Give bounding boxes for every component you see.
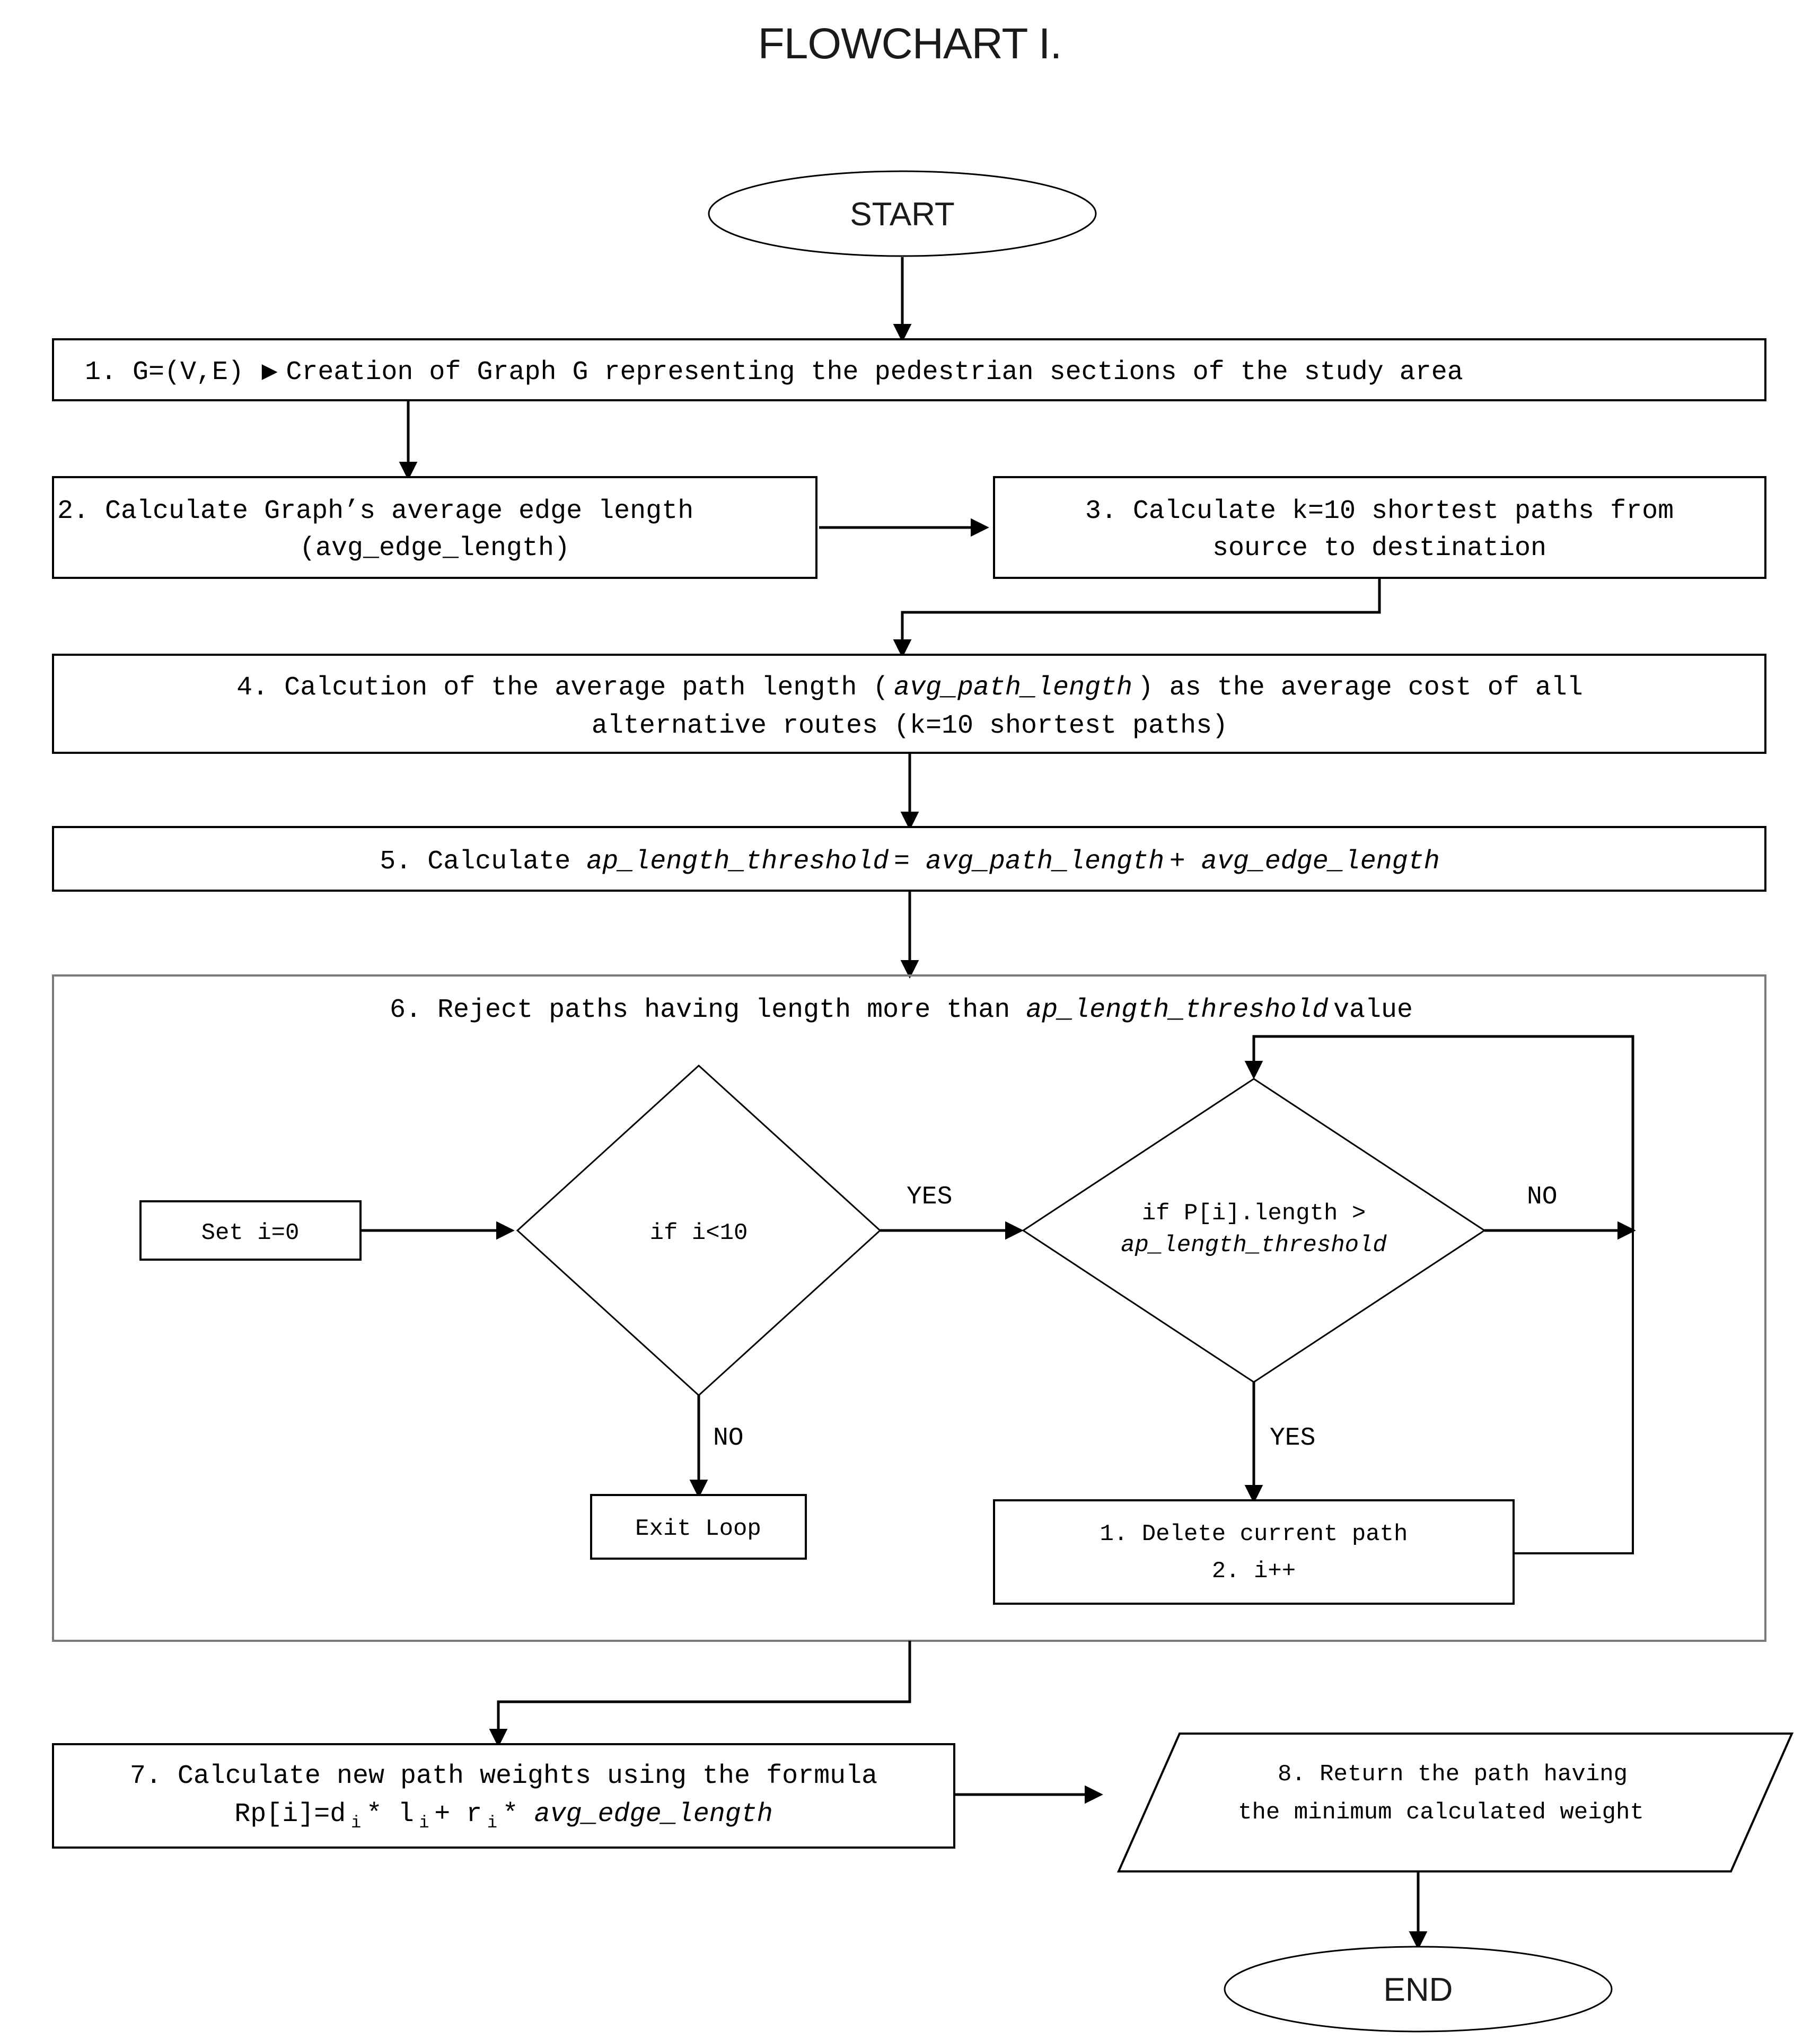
end-terminal-label: END bbox=[1384, 1972, 1453, 2008]
decision-i-lt-10-label: if i<10 bbox=[650, 1220, 748, 1246]
step5-plus: + bbox=[1170, 847, 1201, 877]
step7-formula-a: Rp[i]=d bbox=[234, 1799, 346, 1830]
connector-step3-to-step4 bbox=[893, 578, 1381, 658]
label-no-decision2: NO bbox=[1527, 1183, 1558, 1211]
exit-loop-box bbox=[590, 1494, 807, 1560]
delete-path-line1: 1. Delete current path bbox=[1100, 1521, 1408, 1547]
step1-prefix: 1. G=(V,E) bbox=[85, 357, 244, 388]
label-yes-decision2: YES bbox=[1270, 1424, 1315, 1453]
step5-var-threshold: ap_length_threshold bbox=[586, 847, 889, 877]
step5-equals: = bbox=[894, 847, 926, 877]
connector-delete-to-rail bbox=[1514, 1230, 1634, 1554]
step7-formula-d: * bbox=[503, 1799, 534, 1830]
step5-text: 5. Calculate ap_length_threshold = avg_p… bbox=[380, 847, 1440, 877]
end-terminal-shape bbox=[1224, 1946, 1613, 2033]
decision-path-length-line2: ap_length_threshold bbox=[1121, 1232, 1387, 1259]
step4-box bbox=[52, 654, 1766, 754]
step2-box bbox=[52, 476, 817, 579]
step5-var-pathlen: avg_path_length bbox=[926, 847, 1164, 877]
step7-formula-sub2: i bbox=[419, 1813, 429, 1833]
label-yes-decision1: YES bbox=[907, 1183, 952, 1211]
step6-header-var: ap_length_threshold bbox=[1026, 995, 1328, 1025]
delete-path-line2: 2. i++ bbox=[1212, 1558, 1296, 1585]
step7-line1: 7. Calculate new path weights using the … bbox=[130, 1761, 877, 1791]
step8-line1: 8. Return the path having bbox=[1278, 1761, 1628, 1788]
step7-box bbox=[52, 1743, 955, 1849]
step7-formula-sub3: i bbox=[487, 1813, 497, 1833]
step3-line1: 3. Calculate k=10 shortest paths from bbox=[1085, 496, 1674, 526]
decision-path-length-line1: if P[i].length > bbox=[1142, 1200, 1366, 1227]
step8-line2: the minimum calculated weight bbox=[1238, 1799, 1644, 1826]
step4-line1-italic: avg_path_length bbox=[894, 673, 1132, 703]
connector-loopback-to-decision2 bbox=[1244, 1035, 1634, 1230]
set-i-label: Set i=0 bbox=[201, 1220, 300, 1246]
step3-line2: source to destination bbox=[1212, 533, 1546, 564]
exit-loop-label: Exit Loop bbox=[635, 1516, 761, 1542]
step6-header: 6. Reject paths having length more than … bbox=[390, 995, 1413, 1025]
step8-parallelogram bbox=[1116, 1733, 1794, 1872]
step1-box bbox=[52, 338, 1766, 401]
page-title: FLOWCHART I. bbox=[758, 20, 1062, 68]
step3-box bbox=[993, 476, 1766, 579]
step5-var-edgelen: avg_edge_length bbox=[1201, 847, 1440, 877]
step7-formula-sub1: i bbox=[351, 1813, 361, 1833]
step7-formula-var: avg_edge_length bbox=[534, 1799, 773, 1830]
triangle-marker-icon: ▶ bbox=[262, 357, 278, 388]
step2-line1: 2. Calculate Graph’s average edge length bbox=[57, 496, 693, 526]
set-i-box bbox=[139, 1200, 362, 1261]
start-terminal-shape bbox=[708, 170, 1097, 257]
step4-line2: alternative routes (k=10 shortest paths) bbox=[592, 711, 1228, 741]
step4-line1: 4. Calcution of the average path length … bbox=[236, 673, 1583, 703]
start-terminal-label: START bbox=[850, 196, 955, 233]
step1-body: Creation of Graph G representing the ped… bbox=[286, 357, 1463, 388]
decision-path-length-shape bbox=[1022, 1078, 1486, 1383]
step7-formula-b: * l bbox=[366, 1799, 414, 1830]
step7-formula-c: + r bbox=[434, 1799, 482, 1830]
step1-text: 1. G=(V,E) ▶ Creation of Graph G represe… bbox=[85, 357, 1463, 388]
step6-header-post: value bbox=[1333, 995, 1413, 1025]
delete-path-box bbox=[993, 1499, 1515, 1605]
step7-formula: Rp[i]=d i * l i + r i * avg_edge_length bbox=[234, 1799, 772, 1833]
step6-header-pre: 6. Reject paths having length more than bbox=[390, 995, 1026, 1025]
step5-box bbox=[52, 826, 1766, 892]
step5-pre: 5. Calculate bbox=[380, 847, 586, 877]
step2-line2: (avg_edge_length) bbox=[300, 533, 570, 564]
connector-step6-to-step7 bbox=[489, 1641, 911, 1747]
step4-line1-a: 4. Calcution of the average path length … bbox=[236, 673, 889, 703]
step4-line1-b: ) as the average cost of all bbox=[1138, 673, 1583, 703]
label-no-decision1: NO bbox=[713, 1424, 744, 1453]
